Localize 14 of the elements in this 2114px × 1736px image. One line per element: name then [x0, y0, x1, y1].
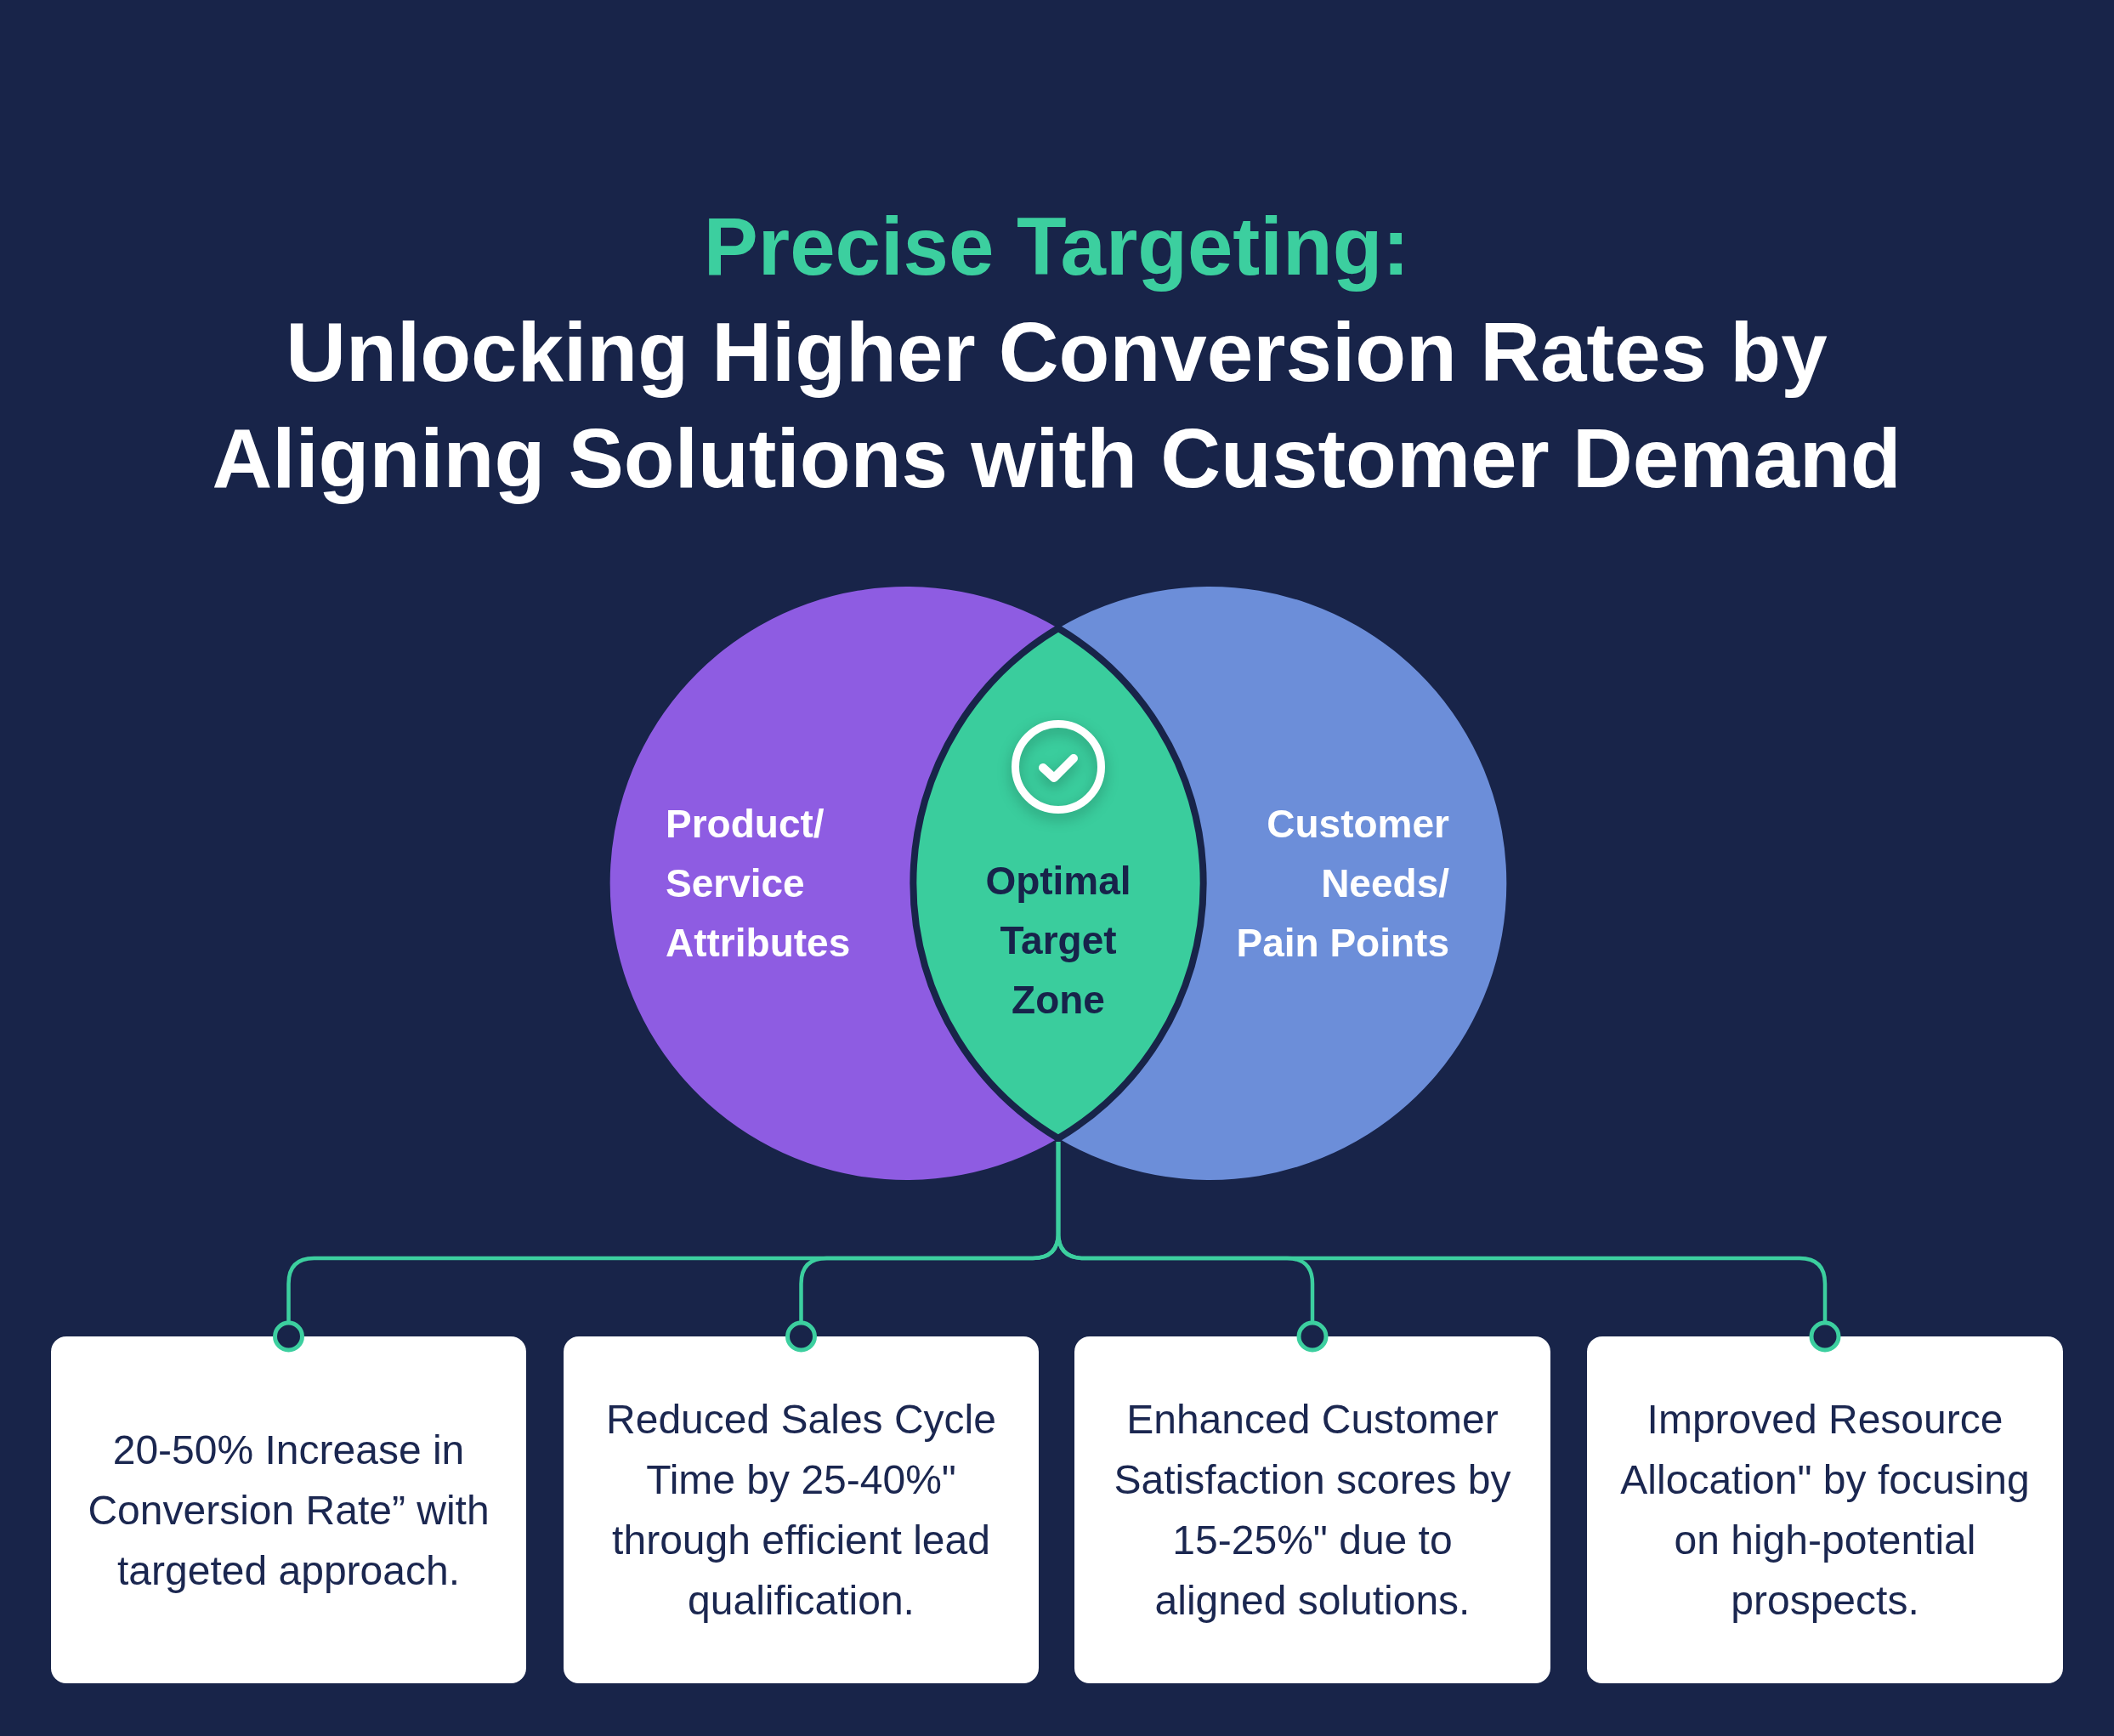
result-card [51, 1336, 526, 1683]
card-text: Improved Resource Allocation" by focusing on high-potential prospects. [1619, 1396, 2031, 1625]
result-card [564, 1336, 1039, 1683]
crescent-label: Product/ Service Attributes [666, 801, 852, 967]
card-text: Reduced Sales Cycle Time by 25-40%" through efficient lead qualification. [605, 1396, 997, 1625]
result-card [1587, 1336, 2063, 1683]
connector-line [1056, 1142, 1841, 1353]
zone-label: Optimal Target Zone [984, 858, 1132, 1024]
result-card [1074, 1336, 1550, 1683]
card-text: 20-50% Increase in Conversion Rate” with targeted approach. [87, 1426, 490, 1595]
title: Precise Targeting: [702, 200, 1411, 293]
crescent-label: Customer Needs/ Pain Points [1235, 801, 1449, 967]
card-text: Enhanced Customer Satisfaction scores by 15-25%" due to aligned solutions. [1113, 1396, 1512, 1625]
subtitle: Unlocking Higher Conversion Rates by Aligning Solutions with Customer Demand [211, 304, 1902, 507]
